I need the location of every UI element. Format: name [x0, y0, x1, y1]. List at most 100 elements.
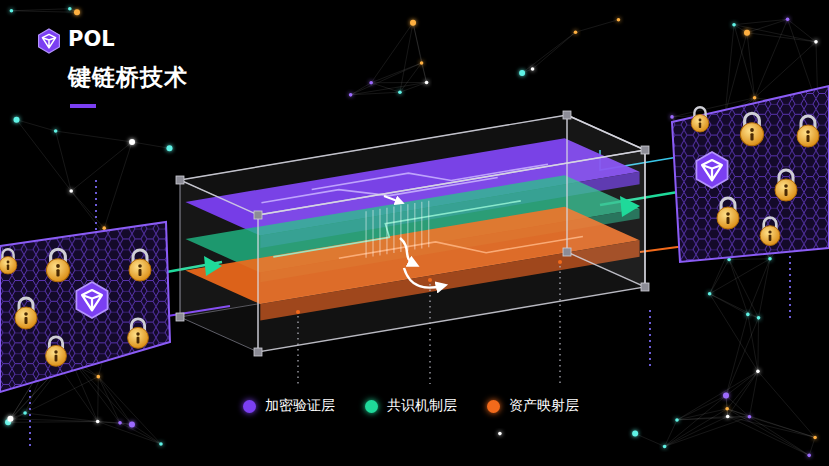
box-corner — [254, 211, 262, 219]
network-dot — [159, 442, 163, 446]
padlock-body — [775, 179, 797, 201]
network-link — [726, 396, 749, 417]
network-link — [351, 83, 372, 95]
legend-item: 共识机制层 — [365, 397, 457, 415]
leader-line — [297, 316, 298, 384]
keyhole — [7, 264, 9, 270]
network-link — [727, 409, 809, 456]
panel-fill — [0, 222, 170, 392]
padlock-icon — [46, 249, 69, 282]
logo-cube — [42, 34, 55, 48]
network-link — [677, 409, 727, 420]
network-link — [725, 25, 734, 114]
leader-dot — [296, 310, 300, 314]
network-link — [728, 416, 810, 455]
network-dot — [617, 18, 621, 22]
panel-fill — [672, 86, 829, 262]
network-dot — [768, 257, 772, 261]
network-link — [132, 424, 161, 443]
left-panel — [0, 222, 170, 392]
keyhole — [750, 128, 754, 132]
box-corner — [563, 248, 571, 256]
network-dot — [746, 313, 750, 317]
padlock-icon — [717, 198, 739, 229]
keyhole — [727, 217, 730, 224]
network-link — [759, 259, 770, 318]
network-link — [371, 63, 421, 83]
network-link — [755, 19, 788, 97]
legend-text: 加密验证层 — [265, 397, 335, 415]
legend-swatch — [365, 400, 378, 413]
logo-cube — [702, 160, 722, 180]
network-link — [755, 42, 816, 98]
network-link — [120, 423, 161, 444]
bridge-box — [176, 111, 649, 356]
network-link — [132, 142, 169, 148]
legend-swatch — [487, 400, 500, 413]
network-link — [665, 420, 677, 447]
box-corner — [641, 146, 649, 154]
padlock-body — [15, 307, 37, 329]
network-dot — [670, 115, 674, 119]
network-link — [635, 434, 664, 447]
network-dot — [498, 432, 502, 436]
network-link — [727, 371, 758, 408]
keyhole — [54, 350, 57, 353]
network-link — [25, 413, 98, 422]
keyhole — [139, 269, 142, 276]
network-dot — [519, 70, 525, 76]
network-dot — [744, 30, 750, 36]
network-dot — [725, 407, 729, 411]
padlock-icon — [775, 170, 797, 201]
padlock-body — [46, 259, 69, 282]
network-link — [400, 23, 413, 92]
network-link — [710, 294, 758, 372]
network-link — [98, 377, 161, 444]
network-link — [71, 191, 104, 228]
network-dot — [369, 81, 373, 85]
network-link — [665, 416, 728, 446]
network-link — [749, 417, 809, 456]
network-link — [576, 20, 619, 33]
network-link — [747, 33, 755, 98]
title-underline — [70, 104, 96, 108]
keyhole — [7, 261, 10, 264]
network-dot — [531, 67, 535, 71]
network-dot — [675, 418, 679, 422]
keyhole — [784, 184, 788, 188]
padlock-body — [128, 327, 149, 348]
network-dot — [96, 420, 100, 424]
network-link — [726, 396, 728, 417]
network-dot — [632, 431, 638, 437]
network-link — [726, 318, 759, 396]
keyhole — [768, 230, 771, 233]
network-dot — [410, 20, 416, 26]
keyhole — [750, 133, 753, 140]
logo-hexagon — [76, 282, 107, 318]
network-dot — [748, 415, 752, 419]
entry-arrow — [204, 256, 222, 276]
network-link — [710, 259, 770, 294]
legend: 加密验证层共识机制层资产映射层 — [243, 397, 609, 415]
network-dot — [129, 139, 135, 145]
network-link — [677, 416, 728, 419]
padlock-body — [717, 207, 739, 229]
padlock-body — [760, 226, 780, 246]
network-dot — [398, 90, 402, 94]
padlock-icon — [15, 298, 37, 329]
dotted-streak — [789, 250, 791, 320]
exit-arrow — [620, 196, 640, 217]
pol-logo — [39, 29, 60, 53]
network-dot — [10, 9, 14, 13]
padlock-icon — [691, 107, 709, 132]
network-dot — [786, 18, 790, 22]
network-link — [413, 23, 427, 83]
network-dot — [118, 421, 122, 425]
network-link — [665, 409, 728, 447]
network-link — [97, 377, 99, 422]
network-link — [17, 120, 56, 131]
padlock-icon — [760, 218, 780, 246]
network-dot — [420, 61, 424, 65]
panel-hex-mesh — [672, 86, 829, 262]
padlock-body — [797, 125, 819, 147]
